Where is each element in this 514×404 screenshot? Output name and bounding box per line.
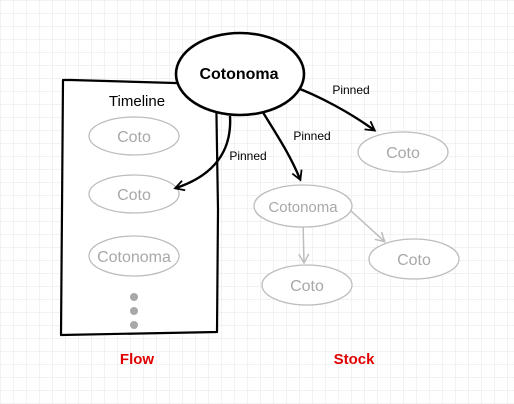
timeline-item[interactable]: Cotonoma [88,235,180,277]
more-items-dots [130,293,138,329]
pinned-coto-node[interactable]: Coto [357,131,449,173]
edge-label-pinned: Pinned [332,83,369,97]
pinned-cotonoma-node[interactable]: Cotonoma [253,184,353,228]
pinned-cotonoma-label: Cotonoma [268,199,338,216]
child-coto-node[interactable]: Coto [261,264,353,306]
timeline-item[interactable]: Coto [88,174,180,214]
edge-cotonoma-to-coto-left [298,221,310,265]
edge-root-to-timeline [173,115,232,192]
timeline-title: Timeline [109,93,165,110]
root-cotonoma-node[interactable]: Cotonoma [174,31,306,117]
timeline-item[interactable]: Coto [88,116,180,156]
pinned-coto-label: Coto [386,145,420,162]
edge-label-pinned: Pinned [229,149,266,163]
section-label-flow: Flow [120,351,154,368]
section-label-stock: Stock [334,351,376,368]
edge-cotonoma-to-coto-right [349,209,386,243]
child-coto-label: Coto [397,252,431,269]
timeline-item-label: Cotonoma [97,249,171,266]
root-cotonoma-label: Cotonoma [199,66,278,83]
child-coto-node[interactable]: Coto [368,238,460,280]
timeline-item-label: Coto [117,129,151,146]
edge-label-pinned: Pinned [293,129,330,143]
timeline-item-label: Coto [117,187,151,204]
child-coto-label: Coto [290,278,324,295]
